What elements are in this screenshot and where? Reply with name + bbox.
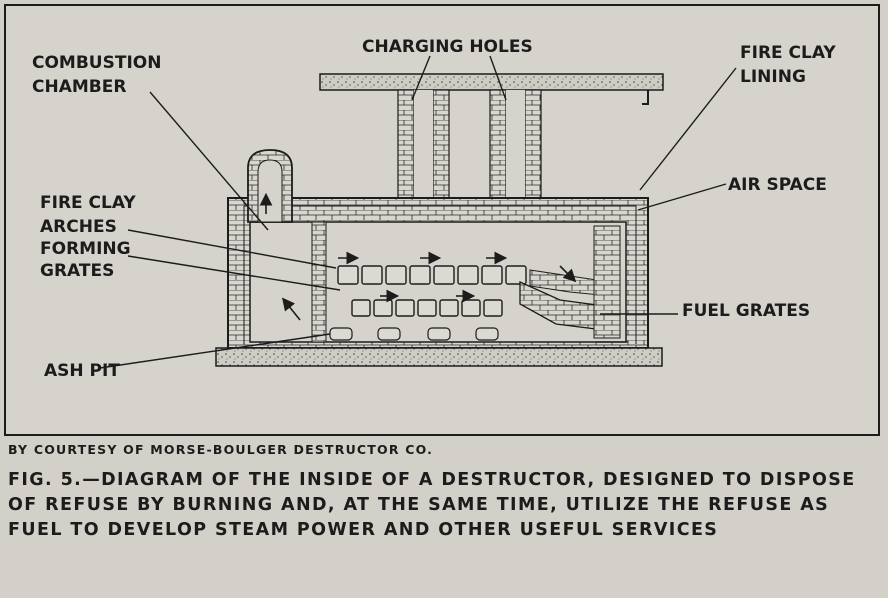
label-fire-clay-arches-2: ARCHES [40, 217, 117, 237]
label-ash-pit: ASH PIT [44, 361, 120, 381]
label-fire-clay-lining-1: FIRE CLAY [740, 43, 836, 63]
ground-slab [215, 347, 663, 367]
leader-lines [99, 55, 737, 369]
label-forming-grates-1: FORMING [40, 239, 131, 259]
label-combustion-chamber-1: COMBUSTION [32, 53, 161, 73]
label-combustion-chamber-2: CHAMBER [32, 77, 126, 97]
label-fuel-grates: FUEL GRATES [682, 301, 810, 321]
arch-grates-row [337, 265, 527, 285]
partition-wall [311, 221, 327, 343]
destructor-diagram: COMBUSTION CHAMBER CHARGING HOLES FIRE C… [32, 37, 836, 381]
label-forming-grates-2: GRATES [40, 261, 114, 281]
label-charging-holes: CHARGING HOLES [362, 37, 533, 57]
gas-flow-arrows [259, 192, 577, 321]
label-fire-clay-arches-1: FIRE CLAY [40, 193, 136, 213]
label-fire-clay-lining-2: LINING [740, 67, 806, 87]
fuel-grates-row [351, 299, 503, 317]
figure-caption: FIG. 5.—DIAGRAM OF THE INSIDE OF A DESTR… [8, 470, 856, 540]
ash-pit-lumps [329, 327, 499, 341]
combustion-chamber-dome [247, 149, 293, 223]
image-credit: BY COURTESY OF MORSE-BOULGER DESTRUCTOR … [8, 442, 434, 457]
label-air-space: AIR SPACE [728, 175, 827, 195]
